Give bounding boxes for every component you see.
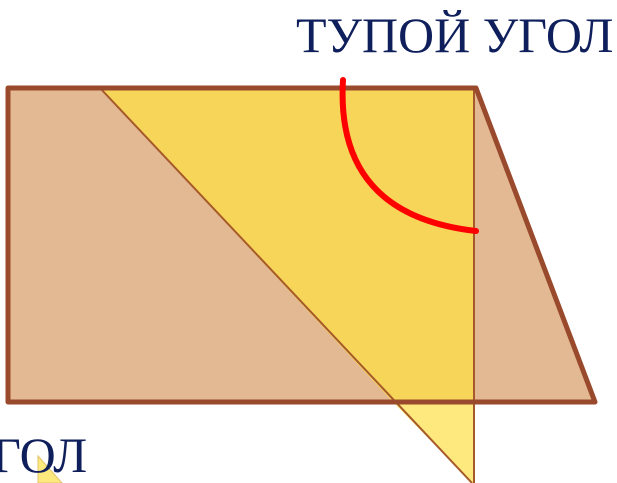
partial-angle-label: ГОЛ [0,427,88,483]
obtuse-angle-arc [339,77,479,234]
obtuse-angle-label: ТУПОЙ УГОЛ [296,7,614,63]
set-square-hypotenuse [99,87,473,483]
second-set-square-corner [37,454,63,483]
set-square-triangle [100,88,474,402]
trapezoid-outline [5,85,598,405]
